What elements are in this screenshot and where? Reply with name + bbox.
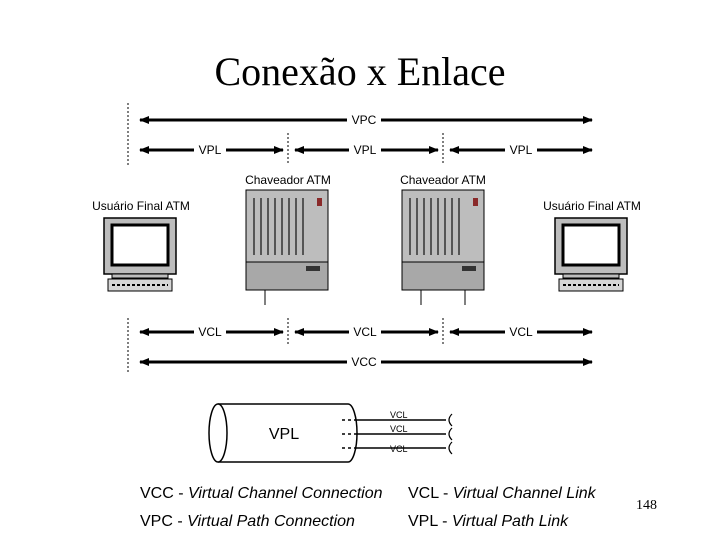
switch-label-2: Chaveador ATM xyxy=(400,173,486,187)
legend-vpl-abbr: VPL xyxy=(408,513,438,530)
vpl-label-3: VPL xyxy=(510,143,533,157)
left-computer-icon xyxy=(103,217,177,292)
atm-switch-icon-2 xyxy=(401,189,485,305)
legend-vcl-full: Virtual Channel Link xyxy=(452,485,596,502)
legend-vcl: VCL - Virtual Channel Link xyxy=(408,485,596,502)
user-label-left: Usuário Final ATM xyxy=(92,199,190,213)
vcl-label-3: VCL xyxy=(509,325,533,339)
legend-vpl-full: Virtual Path Link xyxy=(451,513,569,530)
legend-vcc: VCC - Virtual Channel Connection xyxy=(140,485,383,502)
legend-vpc: VPC - Virtual Path Connection xyxy=(140,513,355,530)
tube-vcl-label-1: VCL xyxy=(390,410,408,420)
vcc-label: VCC xyxy=(351,355,377,369)
vpc-label: VPC xyxy=(352,113,377,127)
right-computer-icon xyxy=(554,217,628,292)
vcl-label-1: VCL xyxy=(198,325,222,339)
legend-vcl-abbr: VCL xyxy=(408,485,439,502)
legend-vcc-abbr: VCC xyxy=(140,485,174,502)
vcl-label-2: VCL xyxy=(353,325,377,339)
legend-vpc-abbr: VPC xyxy=(140,513,173,530)
guide-lines xyxy=(127,103,444,372)
vpl-label-2: VPL xyxy=(354,143,377,157)
legend-vpc-full: Virtual Path Connection xyxy=(187,513,355,530)
tube-vcl-label-2: VCL xyxy=(390,424,408,434)
legend-vpl: VPL - Virtual Path Link xyxy=(408,513,569,530)
legend-vcc-full: Virtual Channel Connection xyxy=(188,485,383,502)
switch-label-1: Chaveador ATM xyxy=(245,173,331,187)
vpl-tube xyxy=(208,403,453,463)
page-number: 148 xyxy=(636,498,657,513)
tube-label: VPL xyxy=(269,426,299,443)
vpl-label-1: VPL xyxy=(199,143,222,157)
atm-switch-icon-1 xyxy=(245,189,329,305)
tube-vcl-label-3: VCL xyxy=(390,444,408,454)
slide-title: Conexão x Enlace xyxy=(214,49,506,94)
user-label-right: Usuário Final ATM xyxy=(543,199,641,213)
